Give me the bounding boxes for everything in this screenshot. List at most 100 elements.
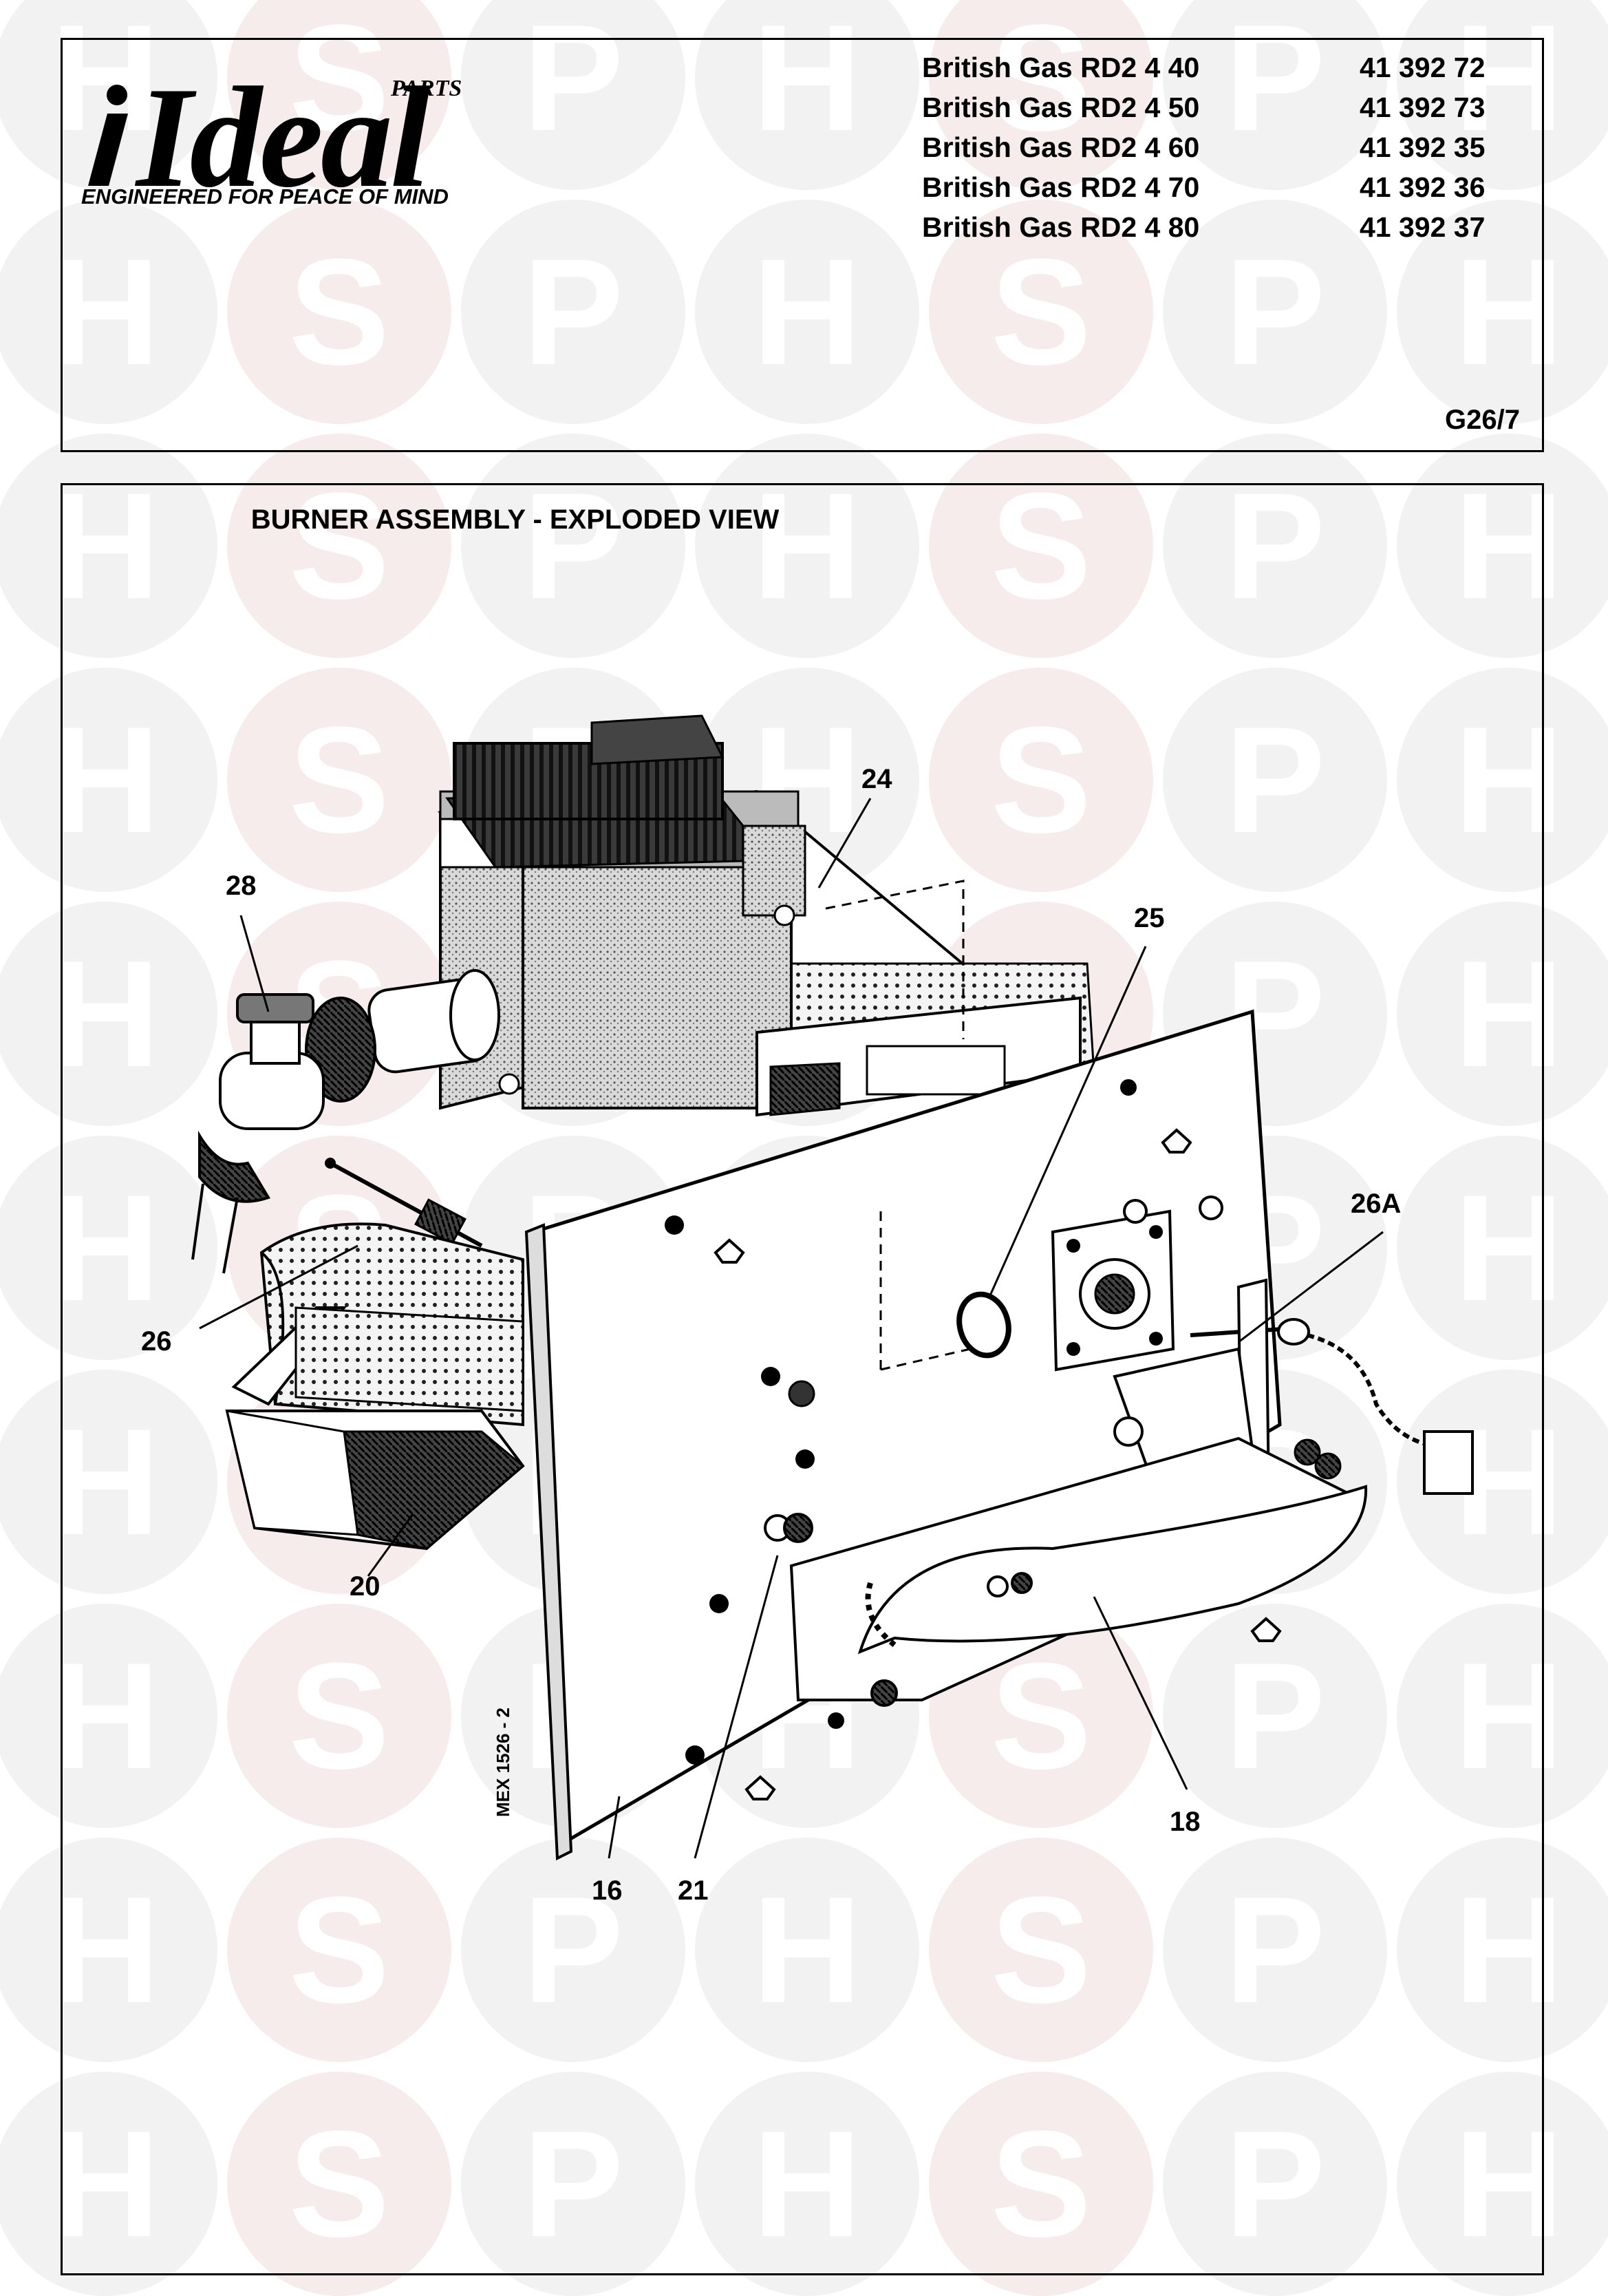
callout-25: 25 xyxy=(1134,903,1165,933)
front-plate-edge xyxy=(524,1223,573,1861)
model-row: British Gas RD2 4 80 41 392 37 xyxy=(922,211,1514,251)
valve-cover xyxy=(590,714,725,765)
watermark-circle: H xyxy=(0,434,217,658)
inlet-pipe-end xyxy=(449,969,500,1061)
valve-outlet-block xyxy=(742,825,806,917)
watermark-circle: H xyxy=(1397,2072,1608,2296)
electrode-lead xyxy=(1307,1333,1432,1447)
cock-union xyxy=(198,1130,270,1203)
support-nut xyxy=(1294,1438,1321,1466)
watermark-circle: S xyxy=(227,668,451,892)
brand-logo: PARTS Ideal ENGINEERED FOR PEACE OF MIND xyxy=(81,55,467,213)
electrode-insulator xyxy=(1277,1318,1310,1346)
watermark-circle: S xyxy=(227,0,451,190)
watermark-circle: S xyxy=(227,200,451,424)
electrode-screw xyxy=(1066,1342,1080,1356)
leader-20 xyxy=(367,1513,414,1577)
plate-hole xyxy=(1120,1079,1137,1096)
brand-tagline: ENGINEERED FOR PEACE OF MIND xyxy=(81,184,449,209)
plate-washer xyxy=(987,1575,1009,1597)
heat-shield-side xyxy=(226,1410,359,1536)
valve-bracket xyxy=(755,880,1082,1117)
support-nut xyxy=(1314,1452,1342,1480)
wing-nut-icon xyxy=(714,1238,745,1264)
watermark-circle: H xyxy=(695,2072,919,2296)
plate-hole xyxy=(788,1380,815,1407)
model-row: British Gas RD2 4 40 41 392 72 xyxy=(922,52,1514,92)
model-name: British Gas RD2 4 40 xyxy=(922,52,1200,83)
watermark-circle: P xyxy=(1163,2072,1387,2296)
watermark-circle: S xyxy=(227,1604,451,1828)
plate-nut xyxy=(783,1513,813,1543)
electrode-nut xyxy=(1123,1199,1148,1224)
plate-hole xyxy=(761,1367,780,1386)
electrode-screw xyxy=(1149,1332,1163,1346)
watermark-circle: P xyxy=(461,200,685,424)
callout-26A: 26A xyxy=(1351,1189,1401,1219)
wing-nut-icon xyxy=(1250,1617,1282,1642)
watermark-circle: H xyxy=(0,1604,217,1828)
diagram-title: BURNER ASSEMBLY - EXPLODED VIEW xyxy=(250,504,780,535)
watermark-circle: S xyxy=(227,2072,451,2296)
watermark-circle: P xyxy=(461,0,685,190)
callout-26: 26 xyxy=(141,1326,172,1357)
plate-hole xyxy=(709,1594,729,1613)
watermark-circle: S xyxy=(929,2072,1153,2296)
plate-hole xyxy=(665,1215,684,1235)
logo-i-mark-icon xyxy=(88,85,128,186)
model-part-code: 41 392 36 xyxy=(1360,171,1486,203)
lower-mounting-plate xyxy=(764,1436,1368,1729)
electrode-nut xyxy=(1199,1195,1223,1220)
model-part-code: 41 392 35 xyxy=(1360,131,1486,163)
model-part-code: 41 392 73 xyxy=(1360,92,1486,123)
burner-bar xyxy=(231,1222,524,1427)
watermark-circle: H xyxy=(1397,200,1608,424)
watermark-circle: H xyxy=(1397,902,1608,1126)
lower-plate-seal xyxy=(865,1582,897,1648)
watermark-circle: S xyxy=(929,434,1153,658)
electrode-hole xyxy=(1094,1273,1135,1315)
heat-shield-fill xyxy=(343,1430,525,1550)
drawing-number: MEX 1526 - 2 xyxy=(493,1708,513,1817)
leader-26A xyxy=(1238,1231,1384,1343)
watermark-circle: H xyxy=(0,200,217,424)
watermark-circle: H xyxy=(695,200,919,424)
model-part-code: 41 392 72 xyxy=(1360,52,1486,83)
electrode-screw xyxy=(1066,1239,1080,1253)
sheet-reference: G26/7 xyxy=(1445,405,1520,435)
watermark-circle: S xyxy=(929,0,1153,190)
watermark-circle: H xyxy=(0,1838,217,2062)
sight-glass-ring xyxy=(956,1291,1011,1359)
callout-16: 16 xyxy=(592,1875,623,1906)
support-nut xyxy=(1113,1416,1144,1447)
watermark-circle: P xyxy=(1163,1838,1387,2062)
pilot-tube-end xyxy=(325,1158,336,1169)
callout-24: 24 xyxy=(861,764,892,794)
model-name: British Gas RD2 4 60 xyxy=(922,131,1200,163)
electrode-bracket xyxy=(1051,1195,1474,1571)
watermark-circle: S xyxy=(227,1838,451,2062)
model-name: British Gas RD2 4 80 xyxy=(922,211,1200,243)
leader-24 xyxy=(817,798,872,889)
leader-26 xyxy=(199,1244,358,1330)
plate-hole xyxy=(795,1449,815,1469)
leader-16 xyxy=(608,1796,621,1859)
watermark-circle: H xyxy=(1397,1838,1608,2062)
model-row: British Gas RD2 4 60 41 392 35 xyxy=(922,131,1514,171)
plate-nut xyxy=(870,1679,898,1707)
front-plate xyxy=(524,1009,1282,1861)
watermark-circle: S xyxy=(929,200,1153,424)
watermark-circle: H xyxy=(1397,668,1608,892)
model-part-code: 41 392 37 xyxy=(1360,211,1486,243)
logo-parts-label: PARTS xyxy=(391,76,462,101)
watermark-circle: P xyxy=(461,1838,685,2062)
callout-21: 21 xyxy=(678,1875,709,1906)
watermark-circle: S xyxy=(227,434,451,658)
header-frame xyxy=(61,38,1544,452)
watermark-circle: S xyxy=(929,668,1153,892)
valve-screw xyxy=(498,1073,520,1095)
burner-top xyxy=(294,1306,524,1412)
wing-nut-icon xyxy=(1161,1128,1192,1154)
watermark-circle: P xyxy=(1163,434,1387,658)
